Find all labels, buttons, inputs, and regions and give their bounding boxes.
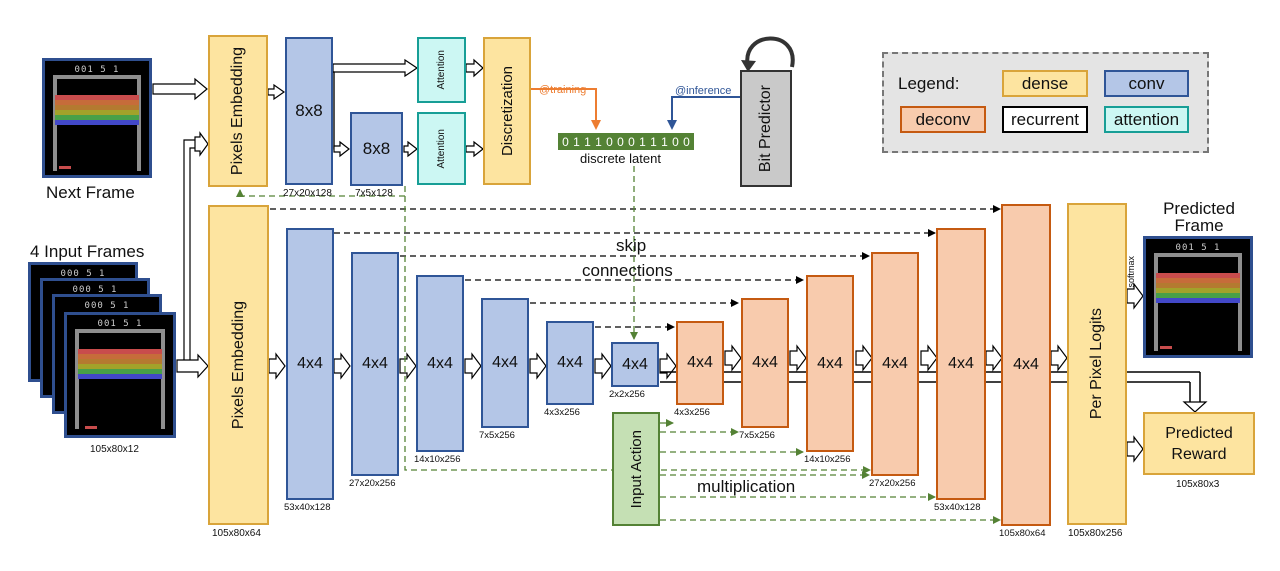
action-multiplication xyxy=(660,419,1001,524)
enc-block-3: 4x4 xyxy=(416,275,464,452)
latent-bit: 1 xyxy=(573,134,580,149)
legend-title: Legend: xyxy=(898,74,960,93)
latent-bit: 0 xyxy=(628,134,635,149)
multiplication-label: multiplication xyxy=(697,477,796,496)
legend-attention: attention xyxy=(1104,106,1189,133)
enc-block-5: 4x4 xyxy=(546,321,594,405)
input-action: Input Action xyxy=(612,412,660,526)
dec-dims-4: 27x20x256 xyxy=(869,478,916,489)
enc-dims-1: 53x40x128 xyxy=(284,502,331,513)
enc-block-6: 4x4 xyxy=(611,342,659,387)
dec-dims-2: 7x5x256 xyxy=(739,430,775,441)
enc-block-2: 4x4 xyxy=(351,252,399,476)
input-split-arrows xyxy=(177,139,195,371)
input-frame-4: 001 5 1 xyxy=(64,312,176,438)
dec-block-3: 4x4 xyxy=(806,275,854,452)
dec-block-1: 4x4 xyxy=(676,321,724,405)
latent-bit: 1 xyxy=(595,134,602,149)
inference-arrow xyxy=(667,96,740,130)
training-label: @training xyxy=(539,84,587,96)
pixels-embedding-bottom: Pixels Embedding xyxy=(208,205,269,525)
bit-predictor-loop xyxy=(745,36,795,68)
logits-dims: 105x80x256 xyxy=(1068,528,1123,539)
latent-bit: 0 xyxy=(606,134,613,149)
enc-dims-3: 14x10x256 xyxy=(414,454,461,465)
latent-bit: 1 xyxy=(650,134,657,149)
next-frame-image: 001 5 1 xyxy=(42,58,152,178)
legend-dense: dense xyxy=(1002,70,1088,97)
conv8x8-b: 8x8 xyxy=(350,112,403,186)
enc-block-4: 4x4 xyxy=(481,298,529,428)
dec-block-4: 4x4 xyxy=(871,252,919,476)
enc-block-1: 4x4 xyxy=(286,228,334,500)
enc-dims-4: 7x5x256 xyxy=(479,430,515,441)
reward-dims: 105x80x3 xyxy=(1176,479,1220,490)
dec-dims-6: 105x80x64 xyxy=(999,528,1046,539)
latent-bit: 1 xyxy=(639,134,646,149)
latent-bit: 0 xyxy=(617,134,624,149)
pixels-embedding-top: Pixels Embedding xyxy=(208,35,268,187)
predicted-frame-label: Predicted Frame xyxy=(1163,199,1235,235)
dec-dims-1: 4x3x256 xyxy=(674,407,710,418)
inference-label: @inference xyxy=(675,85,732,97)
latent-path xyxy=(236,166,871,474)
conv8x8-b-dims: 7x5x128 xyxy=(355,188,393,199)
latent-bit: 0 xyxy=(683,134,690,149)
input-frames-label: 4 Input Frames xyxy=(30,242,145,261)
predicted-frame-image: 001 5 1 xyxy=(1143,236,1253,358)
conv8x8-a-dims: 27x20x128 xyxy=(283,188,332,199)
dec-block-5: 4x4 xyxy=(936,228,986,500)
latent-bit: 0 xyxy=(672,134,679,149)
conv8x8-a: 8x8 xyxy=(285,37,333,185)
next-frame-label: Next Frame xyxy=(46,183,135,202)
bottom-chain-arrows xyxy=(268,282,1144,463)
skip-label-2: connections xyxy=(582,261,673,280)
dec-dims-5: 53x40x128 xyxy=(934,502,981,513)
per-pixel-logits: Per Pixel Logits xyxy=(1067,203,1127,525)
enc-dims-6: 2x2x256 xyxy=(609,389,645,400)
attention-b: Attention xyxy=(417,112,466,185)
dec-block-2: 4x4 xyxy=(741,298,789,428)
emb-bottom-dims: 105x80x64 xyxy=(212,528,261,539)
skip-label-1: skip xyxy=(616,236,647,255)
bit-predictor: Bit Predictor xyxy=(740,70,792,187)
enc-dims-5: 4x3x256 xyxy=(544,407,580,418)
legend-conv: conv xyxy=(1104,70,1189,97)
discrete-latent-label: discrete latent xyxy=(580,151,661,166)
latent-bit: 1 xyxy=(661,134,668,149)
attention-a: Attention xyxy=(417,37,466,103)
latent-bit: 0 xyxy=(562,134,569,149)
input-dims: 105x80x12 xyxy=(90,444,139,455)
frame-score: 001 5 1 xyxy=(74,65,120,75)
dec-dims-3: 14x10x256 xyxy=(804,454,851,465)
latent-bit: 1 xyxy=(584,134,591,149)
enc-dims-2: 27x20x256 xyxy=(349,478,396,489)
training-arrow xyxy=(531,88,601,130)
discretization: Discretization xyxy=(483,37,531,185)
top-branch-arrows xyxy=(152,58,484,158)
legend-deconv: deconv xyxy=(900,106,986,133)
predicted-reward: Predicted Reward xyxy=(1143,412,1255,475)
legend-recurrent: recurrent xyxy=(1002,106,1088,133)
dec-block-6: 4x4 xyxy=(1001,204,1051,526)
legend xyxy=(882,52,1209,153)
softmax-label: softmax xyxy=(1126,256,1136,288)
